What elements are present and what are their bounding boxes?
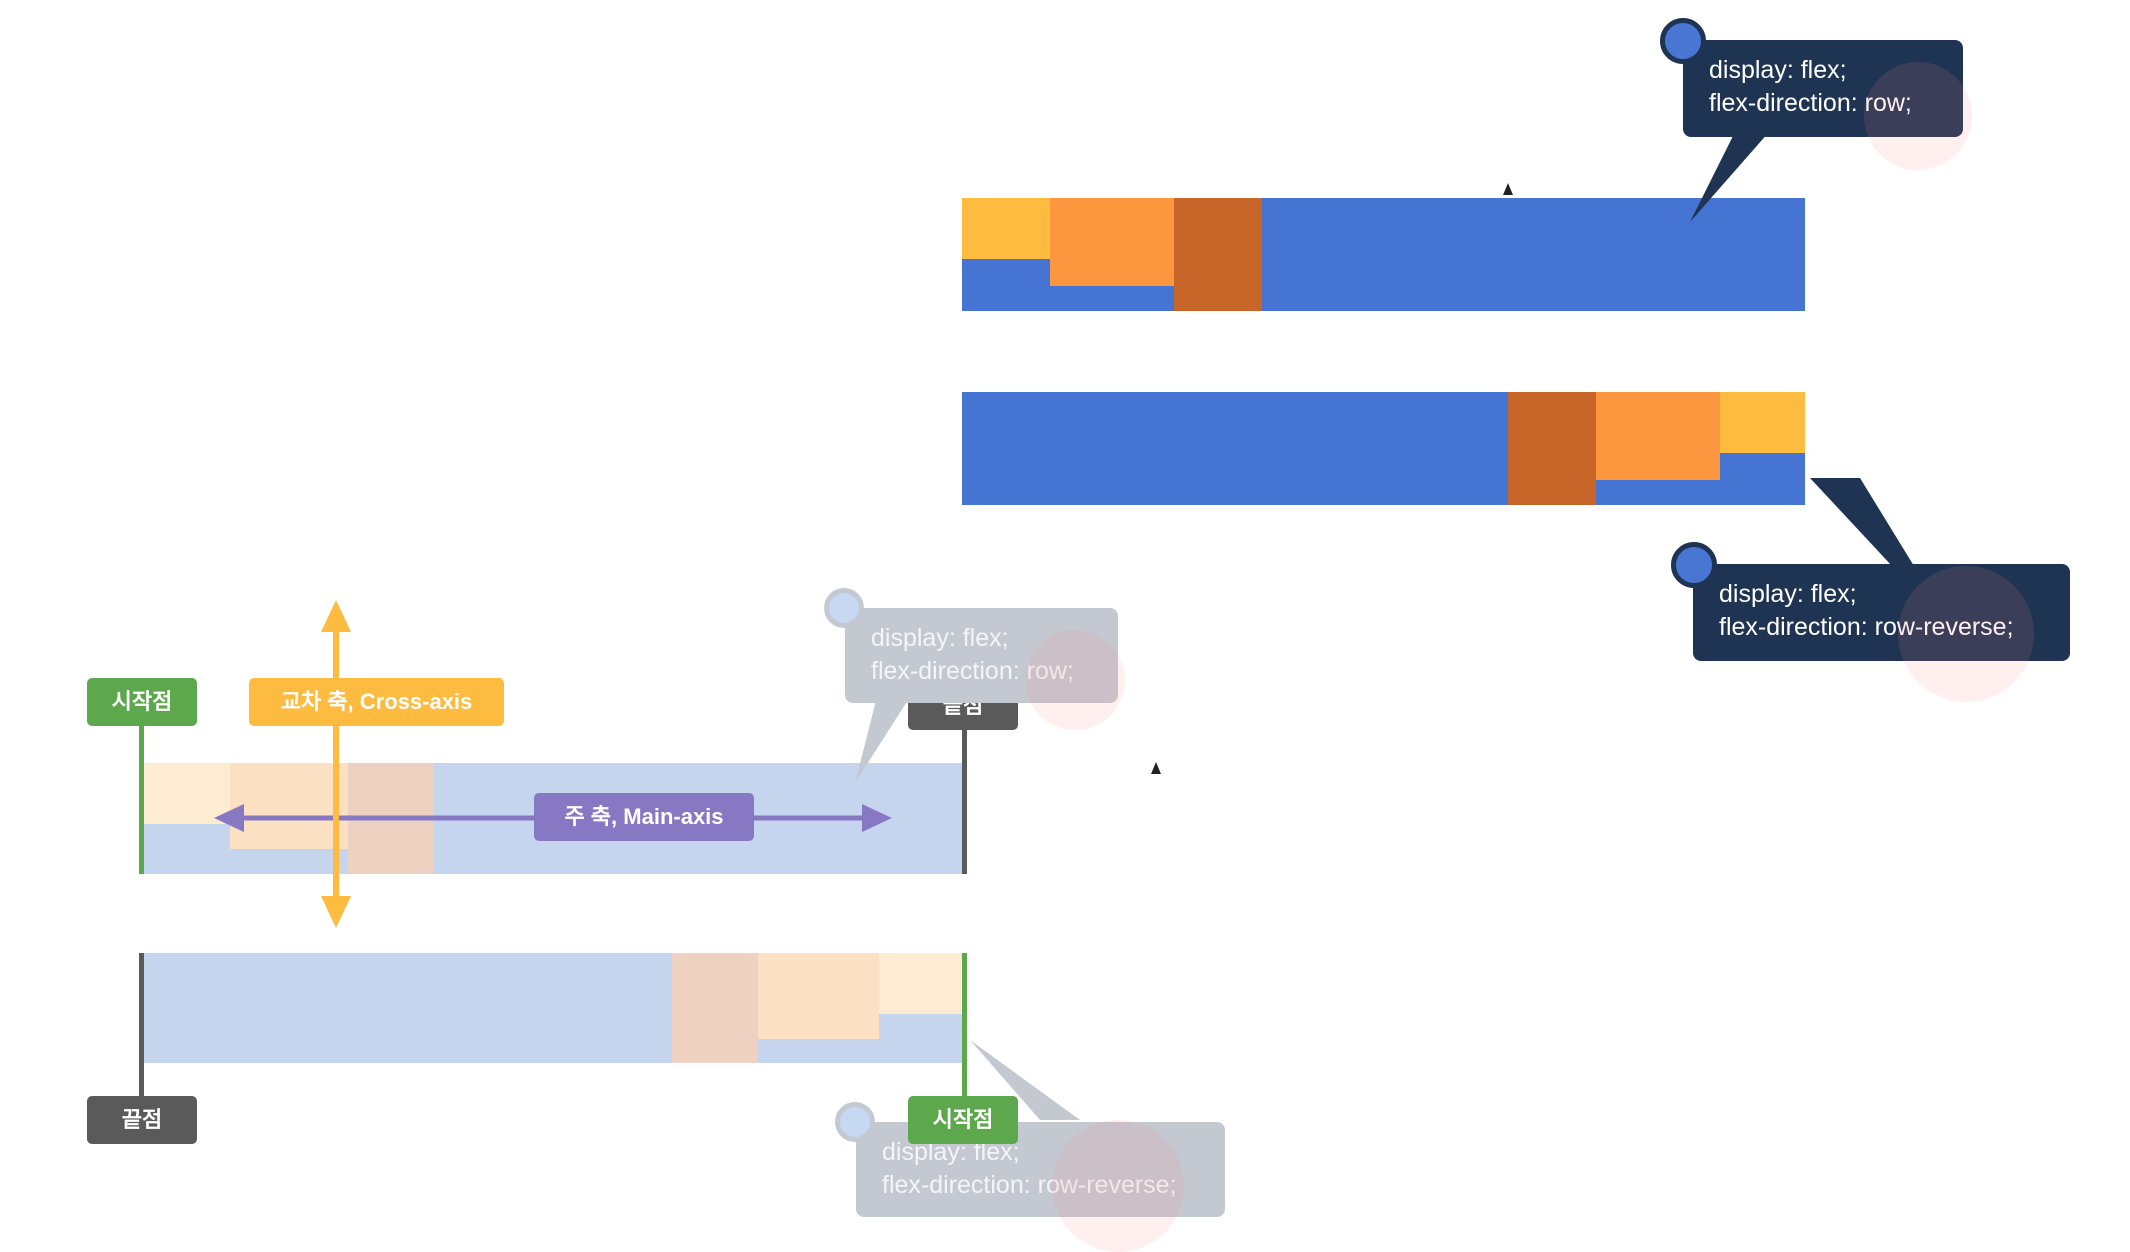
tooltip-line: display: flex; [1719, 580, 1857, 608]
tooltip-dot [1660, 18, 1706, 64]
tooltip-line: flex-direction: row-reverse; [1719, 613, 2014, 641]
tooltip-row-reverse: display: flex; flex-direction: row-rever… [1693, 564, 2070, 661]
tooltip-dot [824, 588, 864, 628]
tooltip-dot [835, 1102, 875, 1142]
end-marker-line [139, 953, 144, 1098]
tooltip-line: display: flex; [1709, 56, 1847, 84]
start-point-label: 시작점 [87, 678, 197, 726]
tooltip-pointer [855, 685, 908, 783]
flex-item-2 [230, 763, 348, 849]
tooltip-pointer [1810, 478, 1914, 566]
tooltip-line: flex-direction: row; [871, 657, 1074, 685]
flex-item-1 [962, 198, 1050, 259]
tooltip-dot [1671, 542, 1717, 588]
click-ring [1052, 1120, 1184, 1252]
flex-item-3 [1508, 392, 1596, 505]
cross-axis-arrowhead-top [321, 600, 351, 632]
cross-axis-label: 교차 축, Cross-axis [249, 678, 504, 726]
cross-axis-arrowhead-bottom [321, 896, 351, 928]
flex-item-3 [1174, 198, 1262, 311]
main-axis-arrowhead-right [862, 804, 892, 832]
tooltip-pointer [970, 1040, 1080, 1120]
flex-item-1 [1720, 392, 1805, 453]
cursor-icon [1151, 762, 1161, 774]
flex-item-1 [879, 953, 964, 1014]
flex-item-3 [672, 953, 758, 1063]
faded-tooltip-row: display: flex; flex-direction: row; [845, 608, 1118, 703]
end-marker-line [962, 708, 967, 874]
start-marker-line [962, 953, 967, 1098]
click-ring [1898, 566, 2034, 702]
start-point-label: 시작점 [908, 1096, 1018, 1144]
click-ring [1864, 62, 1972, 170]
cursor-icon [1503, 183, 1513, 195]
flex-item-2 [1050, 198, 1174, 286]
tooltip-line: flex-direction: row; [1709, 89, 1912, 117]
main-axis-arrowhead-left [214, 804, 244, 832]
tooltip-line: flex-direction: row-reverse; [882, 1171, 1177, 1199]
tooltip-row: display: flex; flex-direction: row; [1683, 40, 1963, 137]
end-point-label: 끝점 [87, 1096, 197, 1144]
tooltip-pointer [1690, 132, 1769, 222]
click-ring [1025, 630, 1125, 730]
flex-item-1 [142, 763, 230, 824]
start-marker-line [139, 708, 144, 874]
main-axis-label: 주 축, Main-axis [534, 793, 754, 841]
flex-item-2 [1596, 392, 1720, 480]
tooltip-line: display: flex; [871, 624, 1009, 652]
flex-item-2 [758, 953, 879, 1039]
